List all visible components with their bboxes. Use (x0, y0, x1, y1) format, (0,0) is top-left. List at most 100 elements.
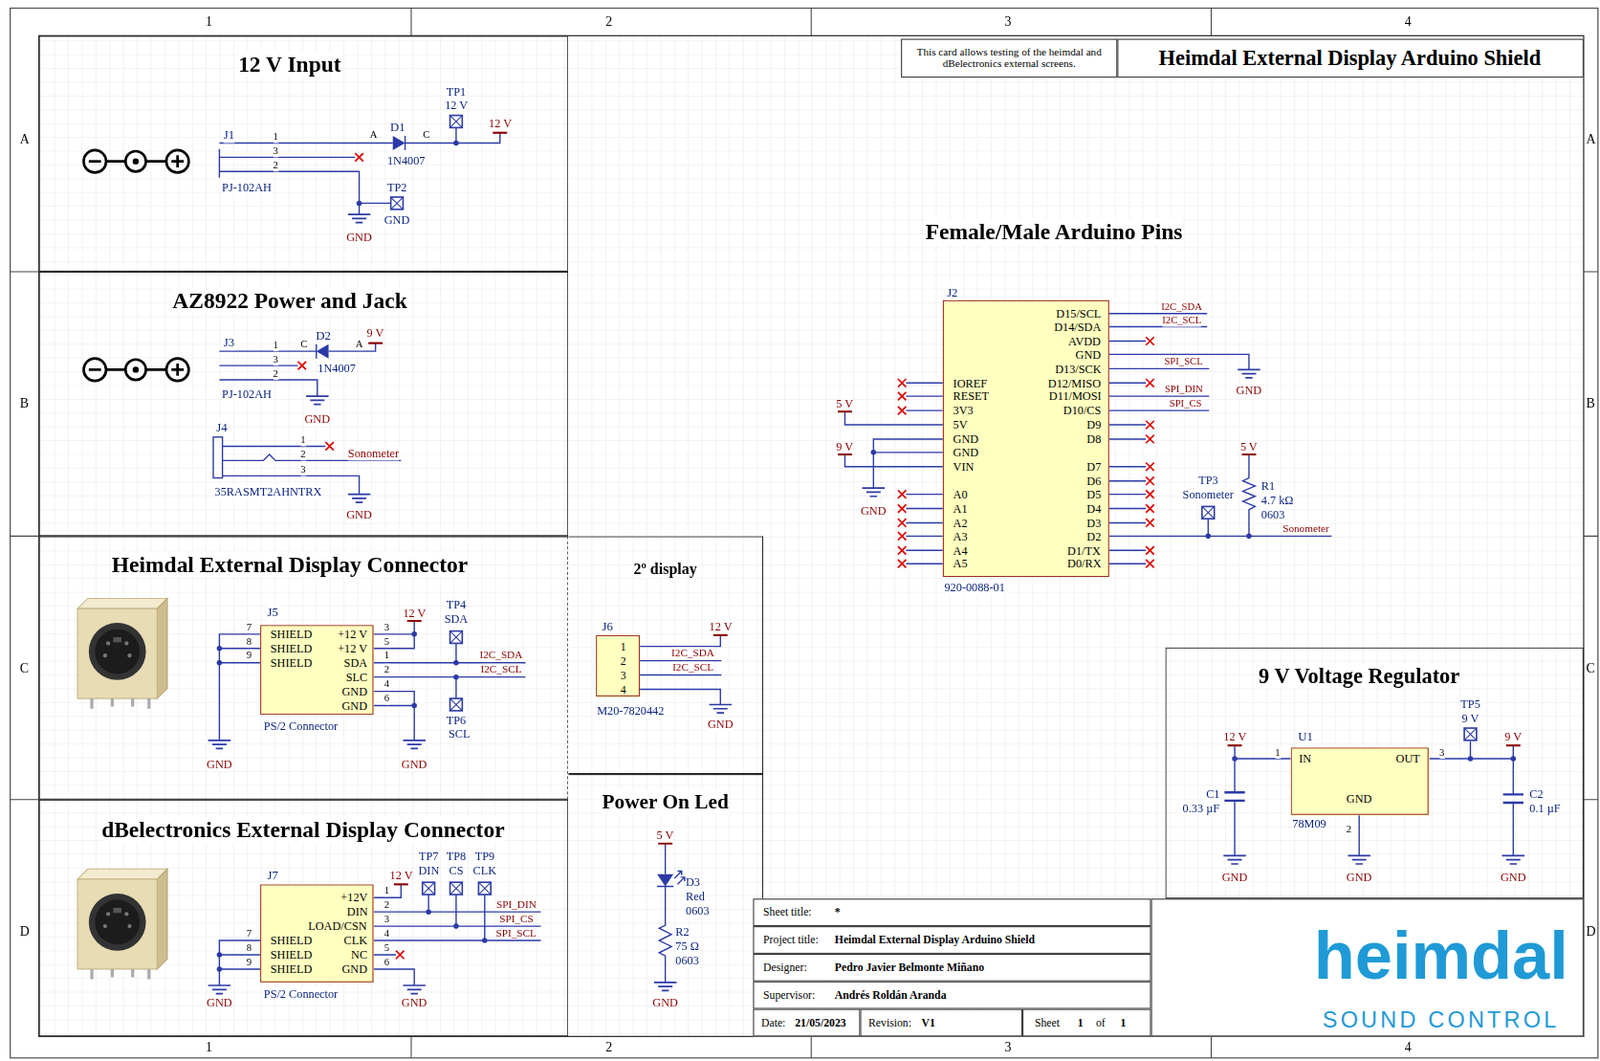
section-title: dBelectronics External Display Connector (101, 815, 505, 842)
pin-name: IN (1298, 751, 1312, 766)
pin-name: D15/SCL (1055, 306, 1101, 321)
grid-reference: B (1586, 395, 1596, 412)
pin-number: 2 (272, 367, 278, 379)
net-label: GND (304, 412, 330, 426)
part-label: TP5 (1460, 696, 1480, 710)
pin-number: 3 (1439, 745, 1445, 758)
part-label: J3 (223, 335, 235, 351)
net-label: 12 V (390, 868, 414, 882)
grid-reference: 1 (205, 13, 213, 29)
title-block-cell: Heimdal External Display Arduino Shield (1117, 39, 1584, 79)
part-label: 9 V (1461, 710, 1479, 724)
section-title: 9 V Voltage Regulator (1258, 663, 1460, 689)
grid-reference: 3 (1004, 1039, 1011, 1055)
title-block-text: Heimdal External Display Arduino Shield (1159, 45, 1542, 71)
section-title: Power On Led (602, 789, 729, 814)
pin-name: +12 V (337, 641, 368, 656)
net-label: GND (1236, 383, 1263, 397)
pin-number: 3 (384, 912, 390, 924)
pin-number: 1 (300, 434, 306, 446)
pin-number: 2 (1346, 822, 1352, 834)
net-label: 9 V (835, 439, 854, 454)
pin-number: 9 (246, 649, 252, 661)
grid-reference: 4 (1404, 1039, 1412, 1055)
part-label: J6 (602, 619, 614, 635)
net-label: I2C_SDA (479, 649, 523, 662)
net-label: GND (346, 507, 373, 522)
title-block-text: This card allows testing of the heimdal … (907, 45, 1112, 71)
pin-name: D10/CS (1063, 403, 1102, 417)
part-label: TP4 (446, 597, 466, 612)
pin-name: D3 (1086, 516, 1101, 530)
net-label: GND (1222, 870, 1249, 884)
pin-name: A0 (953, 487, 968, 502)
net-label: GND (860, 504, 887, 518)
pin-number: 1 (384, 649, 390, 661)
pin-name: SDA (344, 656, 369, 670)
pin-number: 2 (300, 448, 306, 461)
net-label: I2C_SDA (671, 647, 715, 660)
title-block-text: V1 (920, 1014, 935, 1028)
component-box: INOUTGND (1291, 746, 1429, 814)
logo-text: heimdal (1314, 916, 1569, 994)
net-label: 9 V (367, 326, 385, 340)
part-label: 0603 (1261, 507, 1286, 522)
net-label: SPI_SCL (496, 926, 537, 940)
title-block-text: 1 (1120, 1014, 1127, 1028)
part-label: 78M09 (1292, 815, 1326, 830)
grid-reference: 4 (1404, 13, 1412, 29)
net-label: 12 V (1223, 729, 1247, 744)
pin-number: 2 (384, 663, 390, 676)
pin-name: D1/TX (1067, 543, 1101, 557)
pin-number: 6 (384, 955, 390, 967)
pin-number: 3 (384, 620, 390, 633)
title-block-cell: Date:21/05/2023 (752, 1008, 860, 1037)
part-label: 920-0088-01 (943, 580, 1005, 594)
pin-number: C (422, 128, 430, 140)
pin-number: 3 (300, 463, 306, 476)
part-label: SCL (448, 725, 471, 740)
net-label: I2C_SDA (1161, 300, 1203, 312)
pin-number: 1 (1274, 745, 1280, 758)
part-label: DIN (417, 862, 439, 877)
part-label: PJ-102AH (221, 179, 272, 194)
net-label: 5 V (1240, 439, 1258, 454)
part-label: R2 (675, 924, 689, 939)
grid-reference: 1 (205, 1039, 213, 1055)
section-title: AZ8922 Power and Jack (172, 286, 407, 313)
pin-name: GND (1346, 791, 1373, 806)
section-heading: Female/Male Arduino Pins (925, 218, 1184, 244)
part-label: TP3 (1198, 473, 1218, 487)
pin-name: CLK (344, 933, 369, 947)
net-label: 12 V (488, 116, 512, 131)
pin-name: A1 (953, 502, 968, 516)
grid-reference: D (1586, 922, 1597, 939)
part-label: Sonometer (1183, 487, 1234, 502)
part-label: 0.1 µF (1529, 800, 1560, 814)
net-label: GND (707, 717, 734, 731)
pin-number: 8 (246, 635, 252, 647)
pin-name: 3V3 (953, 403, 974, 417)
part-label: J2 (946, 285, 958, 301)
section-panel: 9 V Voltage RegulatorINOUTGND (1164, 647, 1583, 899)
pin-name: AVDD (1068, 334, 1101, 349)
pin-number: 4 (384, 678, 390, 690)
pin-name: SHIELD (270, 947, 313, 962)
title-block-text: Sheet (1034, 1014, 1060, 1028)
pin-number: 6 (384, 692, 390, 704)
part-label: PS/2 Connector (263, 986, 338, 1001)
section-title: 12 V Input (238, 50, 341, 77)
pin-number: 8 (246, 941, 252, 953)
part-label: TP2 (387, 179, 407, 194)
pin-name: D7 (1086, 460, 1101, 474)
section-title: Heimdal External Display Connector (111, 550, 468, 577)
part-label: 0603 (675, 952, 700, 966)
pin-number: A (355, 337, 364, 350)
part-label: 35RASMT2AHNTRX (215, 483, 323, 498)
pin-name: 4 (620, 682, 627, 696)
part-label: 0.33 µF (1183, 800, 1220, 814)
part-label: J7 (267, 868, 279, 883)
pin-name: D11/MOSI (1049, 389, 1102, 403)
pin-name: A2 (953, 516, 968, 530)
section-panel: dBelectronics External Display Connector… (39, 799, 570, 1037)
